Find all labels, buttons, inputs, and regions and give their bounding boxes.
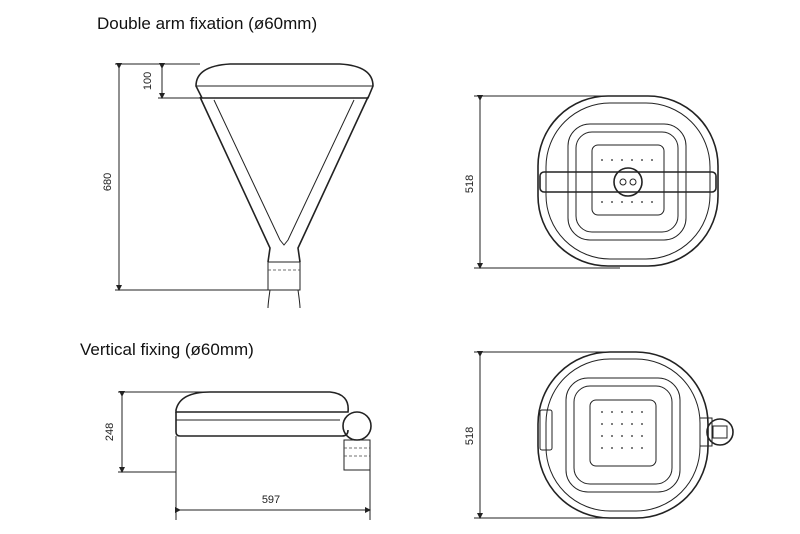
dimension-lines-double-arm [115, 63, 268, 291]
dimension-lines-top-view-top [474, 95, 620, 269]
double-arm-side-view [195, 63, 374, 309]
head-height-dimension: 100 [142, 72, 154, 90]
dimension-lines-top-view-bottom [474, 351, 620, 519]
top-view-bottom-dimension: 518 [464, 427, 476, 445]
vertical-fixing-title: Vertical fixing (ø60mm) [80, 340, 254, 359]
double-arm-top-view [537, 95, 719, 267]
top-view-top-dimension: 518 [464, 175, 476, 193]
vertical-width-dimension: 597 [262, 494, 280, 506]
double-arm-title: Double arm fixation (ø60mm) [97, 14, 318, 33]
double-arm-height-dimension: 680 [102, 173, 114, 191]
vertical-side-view [175, 391, 372, 471]
vertical-top-view [537, 351, 734, 519]
dimension-lines-vertical [118, 391, 371, 520]
vertical-height-dimension: 248 [104, 423, 116, 441]
